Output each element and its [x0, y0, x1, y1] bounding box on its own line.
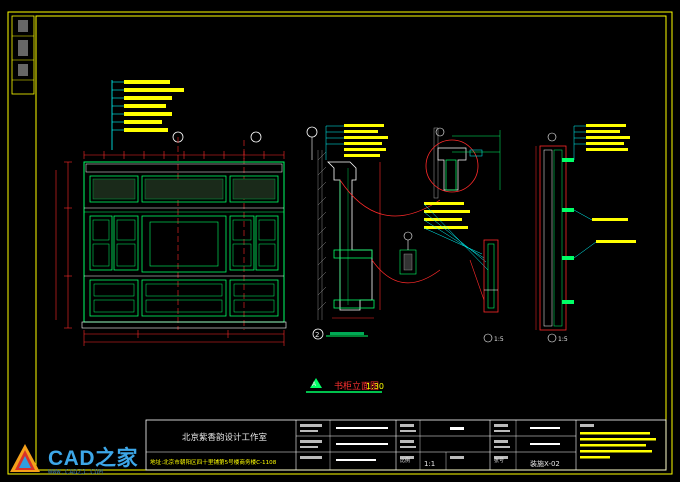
- section-view-marker: 2: [315, 331, 319, 339]
- watermark-url: WWW.CADZJ.COM: [48, 468, 103, 476]
- scale-label: 比例: [400, 457, 410, 464]
- title-block: 北京紫香韵设计工作室 地址:北京市朝阳区四十里铺第5号楼商务楼C-1108 比例…: [145, 419, 667, 471]
- main-view-marker: A: [312, 381, 317, 388]
- watermark-brand: CAD之家: [48, 447, 138, 470]
- detail-scale-b: 1:5: [558, 336, 568, 343]
- bookcase-elevation: [55, 80, 287, 346]
- detail-upper: [425, 127, 501, 199]
- sheet-label: 张号: [494, 457, 504, 464]
- scale-value: 1:1: [424, 460, 435, 468]
- watermark: CAD之家 WWW.CADZJ.COM: [8, 440, 178, 480]
- drawing-frame: [7, 11, 673, 475]
- studio-name: 北京紫香韵设计工作室: [182, 432, 268, 443]
- detail-right: 1:5: [535, 124, 636, 343]
- binding-strip: [11, 15, 35, 95]
- detail-scale-a: 1:5: [494, 336, 504, 343]
- main-view-label: 书柜立面图: [334, 380, 379, 392]
- detail-lower: 1:5: [399, 202, 504, 343]
- studio-address: 地址:北京市朝阳区四十里铺第5号楼商务楼C-1108: [150, 458, 277, 466]
- section-marker-2[interactable]: [250, 131, 262, 143]
- cad-logo-icon: [10, 444, 40, 472]
- section-view: 2: [306, 124, 441, 340]
- inner-frame: [35, 15, 667, 471]
- main-view-title: A 书柜立面图 1:30: [306, 378, 384, 393]
- main-view-scale: 1:30: [366, 382, 384, 391]
- sheet-number: 装施X-02: [530, 459, 560, 468]
